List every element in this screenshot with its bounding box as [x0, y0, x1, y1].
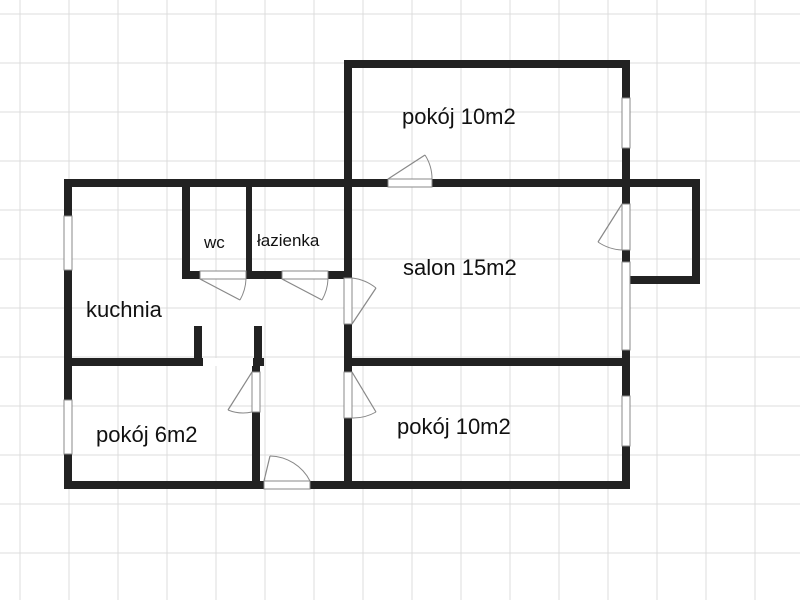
room-label-kuchnia: kuchnia	[86, 297, 163, 322]
wall	[64, 179, 700, 187]
window	[63, 215, 73, 271]
room-label-wc: wc	[203, 233, 225, 252]
wall	[252, 358, 260, 489]
window	[621, 395, 631, 447]
door-sill	[199, 270, 247, 280]
door-swings	[199, 154, 623, 482]
door-leaf	[387, 154, 426, 180]
wall	[182, 271, 352, 279]
door-leaf	[263, 455, 271, 482]
room-label-lazienka: łazienka	[257, 231, 320, 250]
door-leaf	[227, 371, 253, 411]
wall	[692, 179, 700, 284]
door-sill	[343, 371, 353, 419]
wall	[344, 358, 630, 366]
door-arc	[239, 278, 247, 301]
door-sill	[263, 480, 311, 490]
wall	[344, 60, 352, 188]
room-label-pokoj-10-bottom: pokój 10m2	[397, 414, 511, 439]
room-label-pokoj-6: pokój 6m2	[96, 422, 198, 447]
wall	[182, 179, 190, 279]
door-sill	[387, 178, 433, 188]
room-label-salon: salon 15m2	[403, 255, 517, 280]
door-leaf	[199, 278, 241, 301]
room-label-pokoj-10-top: pokój 10m2	[402, 104, 516, 129]
door-arc	[321, 278, 329, 301]
wall	[254, 326, 262, 366]
door-openings	[199, 178, 631, 490]
window	[621, 261, 631, 351]
door-arc	[227, 409, 253, 414]
door-sill	[251, 371, 261, 413]
door-arc	[351, 411, 377, 419]
door-arc	[424, 154, 433, 180]
room-labels: pokój 10m2 wc łazienka salon 15m2 kuchni…	[86, 104, 517, 447]
wall	[344, 179, 352, 489]
door-sill	[343, 277, 353, 325]
wall	[64, 179, 72, 489]
windows	[63, 97, 631, 455]
door-arc	[351, 277, 377, 289]
window	[63, 399, 73, 455]
wall	[194, 326, 202, 366]
door-sill	[281, 270, 329, 280]
door-leaf	[597, 203, 623, 243]
door-leaf	[351, 371, 377, 413]
wall	[622, 276, 700, 284]
wall	[344, 60, 630, 68]
closet-opening	[203, 358, 253, 366]
door-arc	[597, 241, 623, 251]
window	[621, 97, 631, 149]
door-leaf	[351, 287, 377, 325]
door-leaf	[281, 278, 323, 301]
door-arc	[269, 455, 311, 482]
wall	[64, 358, 264, 366]
door-sill	[621, 203, 631, 251]
wall	[246, 179, 252, 279]
